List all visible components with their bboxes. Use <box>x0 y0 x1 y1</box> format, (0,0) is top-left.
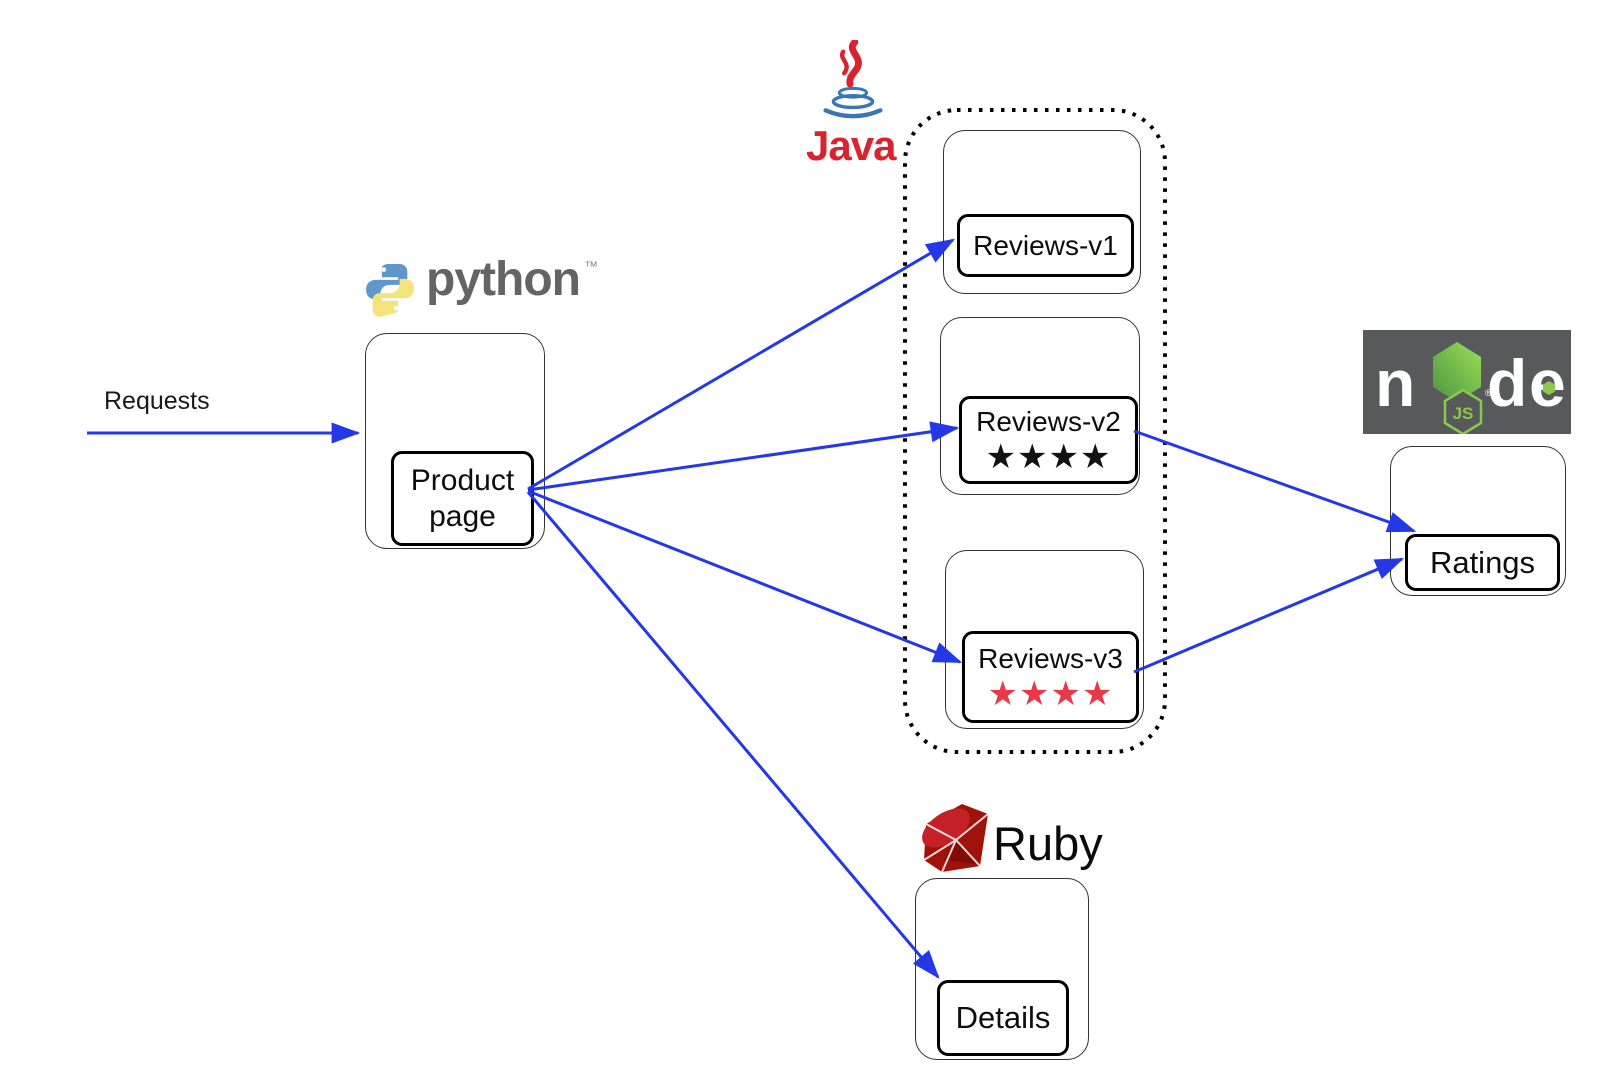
java-wordmark: Java <box>806 122 896 169</box>
arrow-product-to-reviews-v3 <box>527 489 963 664</box>
node-registered-mark: ® <box>1485 388 1492 398</box>
node-letter-n: n <box>1375 346 1415 420</box>
node-js-badge-hexagon-icon <box>1443 388 1483 434</box>
details-label-text: Details <box>955 1000 1051 1035</box>
node-e-dot-icon <box>1543 381 1555 395</box>
nodejs-logo-icon: n d e JS ® <box>1363 330 1571 434</box>
reviews-v3-label: Reviews-v3 ★★★★ <box>962 631 1139 723</box>
requests-label: Requests <box>104 387 210 415</box>
python-logo-icon <box>366 264 414 317</box>
product-page-label-line1: Product <box>410 464 515 498</box>
reviews-v1-label-text: Reviews-v1 <box>973 229 1118 261</box>
reviews-v3-label-text: Reviews-v3 <box>978 643 1123 674</box>
node-letter-d: d <box>1487 346 1527 420</box>
arrow-reviews-v2-to-ratings <box>1133 429 1417 533</box>
java-logo-icon <box>823 40 883 119</box>
arrow-product-to-reviews-v2 <box>527 421 960 492</box>
reviews-v1-label: Reviews-v1 <box>957 214 1134 277</box>
details-label: Details <box>937 980 1069 1056</box>
reviews-v2-star-rating: ★★★★ <box>985 438 1112 476</box>
ratings-label: Ratings <box>1405 534 1560 591</box>
node-js-badge-text: JS <box>1453 404 1474 423</box>
arrow-reviews-v3-to-ratings <box>1133 557 1405 674</box>
ratings-label-text: Ratings <box>1429 544 1536 580</box>
product-page-label-line2: page <box>429 499 496 533</box>
reviews-v3-star-rating: ★★★★ <box>987 675 1114 713</box>
arrow-product-to-details <box>526 491 940 979</box>
python-trademark: ™ <box>583 258 598 274</box>
reviews-v2-label: Reviews-v2 ★★★★ <box>959 396 1138 484</box>
ruby-wordmark: Ruby <box>993 817 1103 870</box>
python-word-text: python <box>426 253 581 306</box>
product-page-label: Product page <box>391 451 534 546</box>
node-hexagon-o-icon <box>1433 342 1481 402</box>
reviews-v2-label-text: Reviews-v2 <box>976 406 1121 437</box>
ruby-logo-icon <box>922 804 989 873</box>
